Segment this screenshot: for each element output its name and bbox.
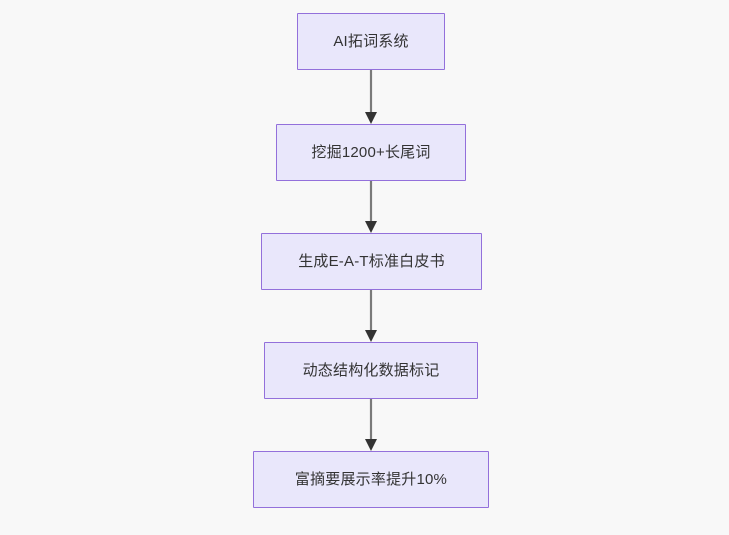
flow-node-generate-eat-whitepaper[interactable]: 生成E-A-T标准白皮书 — [261, 233, 482, 290]
edge-n2-n3 — [365, 181, 377, 233]
arrowhead-icon — [365, 439, 377, 451]
flow-node-label: AI拓词系统 — [333, 32, 409, 50]
arrowhead-icon — [365, 112, 377, 124]
flow-node-label: 挖掘1200+长尾词 — [311, 143, 431, 161]
flow-node-mine-longtail-keywords[interactable]: 挖掘1200+长尾词 — [276, 124, 466, 181]
edge-n1-n2 — [365, 70, 377, 124]
arrowhead-icon — [365, 330, 377, 342]
flow-node-label: 动态结构化数据标记 — [302, 361, 440, 379]
flow-node-label: 富摘要展示率提升10% — [294, 470, 448, 488]
flow-node-ai-keyword-system[interactable]: AI拓词系统 — [297, 13, 445, 70]
edge-n3-n4 — [365, 290, 377, 342]
arrowhead-icon — [365, 221, 377, 233]
edge-n4-n5 — [365, 399, 377, 451]
flow-node-rich-snippet-rate-increase[interactable]: 富摘要展示率提升10% — [253, 451, 489, 508]
flow-node-dynamic-structured-data-markup[interactable]: 动态结构化数据标记 — [264, 342, 478, 399]
flow-node-label: 生成E-A-T标准白皮书 — [298, 252, 445, 270]
